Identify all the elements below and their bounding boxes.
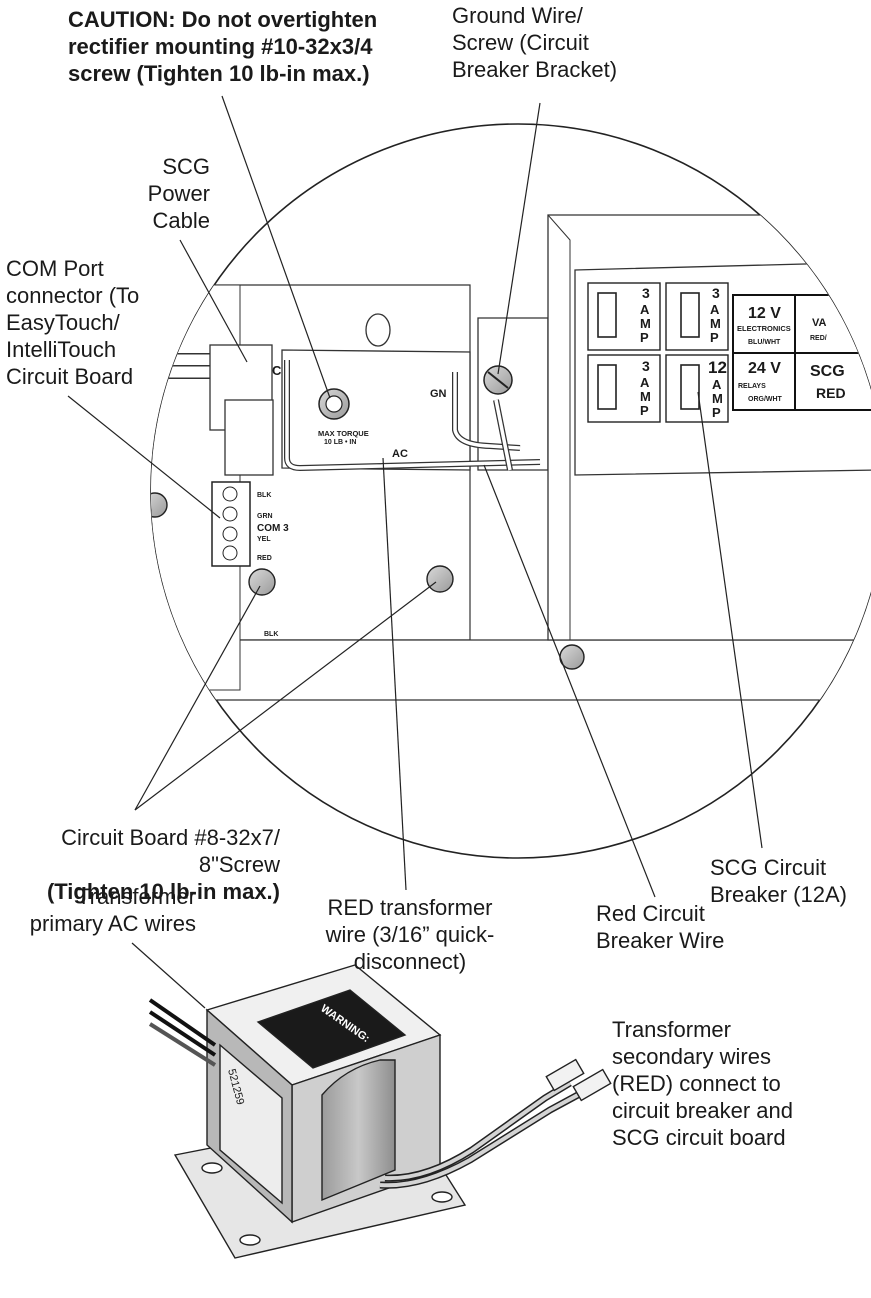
- red-transformer-line-3: disconnect): [353, 949, 467, 974]
- enclosure-detail-view: [150, 123, 871, 859]
- red-breaker-wire-callout: Red Circuit Breaker Wire: [596, 900, 724, 954]
- board-screw-line-1: Circuit Board #8-32x7/: [61, 825, 280, 850]
- breaker-1-unit-a: A: [640, 302, 650, 317]
- fuse-24v-title: 24 V: [748, 360, 781, 377]
- fuse-scg-title: SCG: [810, 363, 845, 380]
- breaker-2-unit-p: P: [710, 330, 719, 345]
- terminal-com: COM 3: [257, 523, 289, 534]
- breaker-2-rating: 3: [712, 285, 720, 301]
- board-screw-right: [426, 565, 454, 593]
- leader-com-port: [67, 395, 221, 519]
- fuse-scg-line1: RED: [816, 385, 846, 401]
- ground-wire-callout: Ground Wire/ Screw (Circuit Breaker Brac…: [452, 2, 617, 83]
- leader-scg-cable: [179, 239, 248, 363]
- red-breaker-line-2: Breaker Wire: [596, 928, 725, 953]
- caution-line-3: screw (Tighten 10 lb-in max.): [68, 61, 370, 86]
- ac-tag: AC: [392, 448, 408, 460]
- com-port-callout: COM Port connector (To EasyTouch/ Intell…: [6, 255, 139, 390]
- lower-rail: [151, 639, 871, 701]
- breaker-3-unit-p: P: [640, 403, 649, 418]
- breaker-4-unit-a: A: [712, 377, 722, 392]
- fuse-va-title: VA: [812, 317, 827, 329]
- secondary-line-1: Transformer: [612, 1017, 731, 1042]
- com-port-line-4: IntelliTouch: [6, 337, 117, 362]
- fuse-12v-title: 12 V: [748, 305, 781, 322]
- breaker-2-unit-m: M: [710, 316, 721, 331]
- breaker-4-unit-p: P: [712, 405, 721, 420]
- board-screw-line-3: (Tighten 10 lb-in max.): [46, 879, 280, 904]
- rectifier-torque-line2: 10 LB • IN: [324, 439, 356, 446]
- terminal-red: RED: [257, 555, 272, 562]
- leader-board-screw-right: [134, 581, 437, 811]
- ground-wire-line-1: Ground Wire/: [452, 3, 583, 28]
- fuse-24v-line2: ORG/WHT: [748, 396, 783, 403]
- scg-breaker-callout: SCG Circuit Breaker (12A): [710, 854, 847, 908]
- transformer-primary-callout: Transformer primary AC wires: [4, 883, 196, 937]
- breaker-3-rating: 3: [642, 358, 650, 374]
- panel-markings: 3 A M P 3 A M P 3 A M P 12 A M P 12 V EL…: [257, 285, 846, 638]
- transformer-illustration: [148, 964, 612, 1259]
- leader-caution: [221, 95, 331, 399]
- circuit-board-screw-callout: Circuit Board #8-32x7/ 8"Screw (Tighten …: [40, 824, 280, 905]
- scg-power-cable-callout: SCG Power Cable: [130, 153, 210, 234]
- primary-line-1: Transformer: [77, 884, 196, 909]
- secondary-line-4: circuit breaker and: [612, 1098, 793, 1123]
- com-port-line-1: COM Port: [6, 256, 104, 281]
- secondary-line-5: SCG circuit board: [612, 1125, 786, 1150]
- fuse-va-line1: RED/: [810, 335, 827, 342]
- scg-breaker-line-2: Breaker (12A): [710, 882, 847, 907]
- caution-callout: CAUTION: Do not overtighten rectifier mo…: [68, 6, 377, 87]
- leader-red-breaker: [483, 464, 656, 898]
- secondary-line-3: (RED) connect to: [612, 1071, 781, 1096]
- leader-board-screw-left: [134, 585, 261, 811]
- caution-line-1: CAUTION: Do not overtighten: [68, 7, 378, 32]
- leader-scg-breaker: [697, 391, 763, 849]
- com-port-line-3: EasyTouch/: [6, 310, 120, 335]
- caution-line-2: rectifier mounting #10-32x3/4: [68, 34, 373, 59]
- red-breaker-line-1: Red Circuit: [596, 901, 705, 926]
- breaker-1-rating: 3: [642, 285, 650, 301]
- transformer-secondary-callout: Transformer secondary wires (RED) connec…: [612, 1016, 793, 1151]
- leader-primary: [131, 942, 206, 1009]
- com-port-line-2: connector (To: [6, 283, 140, 308]
- breaker-3-unit-m: M: [640, 389, 651, 404]
- breaker-4-unit-m: M: [712, 391, 723, 406]
- leader-lines: [67, 95, 763, 1009]
- fuse-24v-line1: RELAYS: [738, 383, 766, 390]
- transformer-coil: [321, 1059, 396, 1202]
- fuse-12v-line2: BLU/WHT: [748, 339, 781, 346]
- secondary-line-2: secondary wires: [612, 1044, 771, 1069]
- rectifier-torque-line1: MAX TORQUE: [318, 429, 369, 438]
- board-screw-line-2: 8"Screw: [198, 852, 280, 877]
- breaker-2-unit-a: A: [710, 302, 720, 317]
- red-transformer-wire-callout: RED transformer wire (3/16” quick- disco…: [300, 894, 520, 975]
- scg-cable-line-1: SCG: [162, 154, 210, 179]
- leader-ground-wire: [497, 102, 541, 375]
- leader-red-transformer: [382, 457, 407, 891]
- breaker-3-unit-a: A: [640, 375, 650, 390]
- scg-cable-line-2: Power: [147, 181, 210, 206]
- ground-tag: GN: [430, 388, 447, 400]
- scg-breaker-line-1: SCG Circuit: [710, 855, 827, 880]
- terminal-yel: YEL: [257, 536, 271, 543]
- breaker-1-unit-m: M: [640, 316, 651, 331]
- board-screw-left: [248, 568, 276, 596]
- rectifier-plate: [281, 349, 471, 471]
- cable-tag: C: [272, 363, 282, 378]
- red-transformer-line-1: RED transformer: [327, 895, 493, 920]
- ground-wire-line-3: Breaker Bracket): [452, 57, 618, 82]
- red-transformer-line-2: wire (3/16” quick-: [325, 922, 495, 947]
- breaker-4-rating: 12: [708, 358, 727, 377]
- board-blk: BLK: [264, 631, 278, 638]
- breaker-1-unit-p: P: [640, 330, 649, 345]
- warning-label: [256, 989, 407, 1069]
- primary-line-2: primary AC wires: [29, 911, 196, 936]
- fuse-12v-line1: ELECTRONICS: [737, 324, 791, 333]
- terminal-blk: BLK: [257, 492, 271, 499]
- com-port-line-5: Circuit Board: [6, 364, 134, 389]
- terminal-grn: GRN: [257, 513, 273, 520]
- ground-wire-line-2: Screw (Circuit: [452, 30, 589, 55]
- scg-cable-line-3: Cable: [152, 208, 210, 233]
